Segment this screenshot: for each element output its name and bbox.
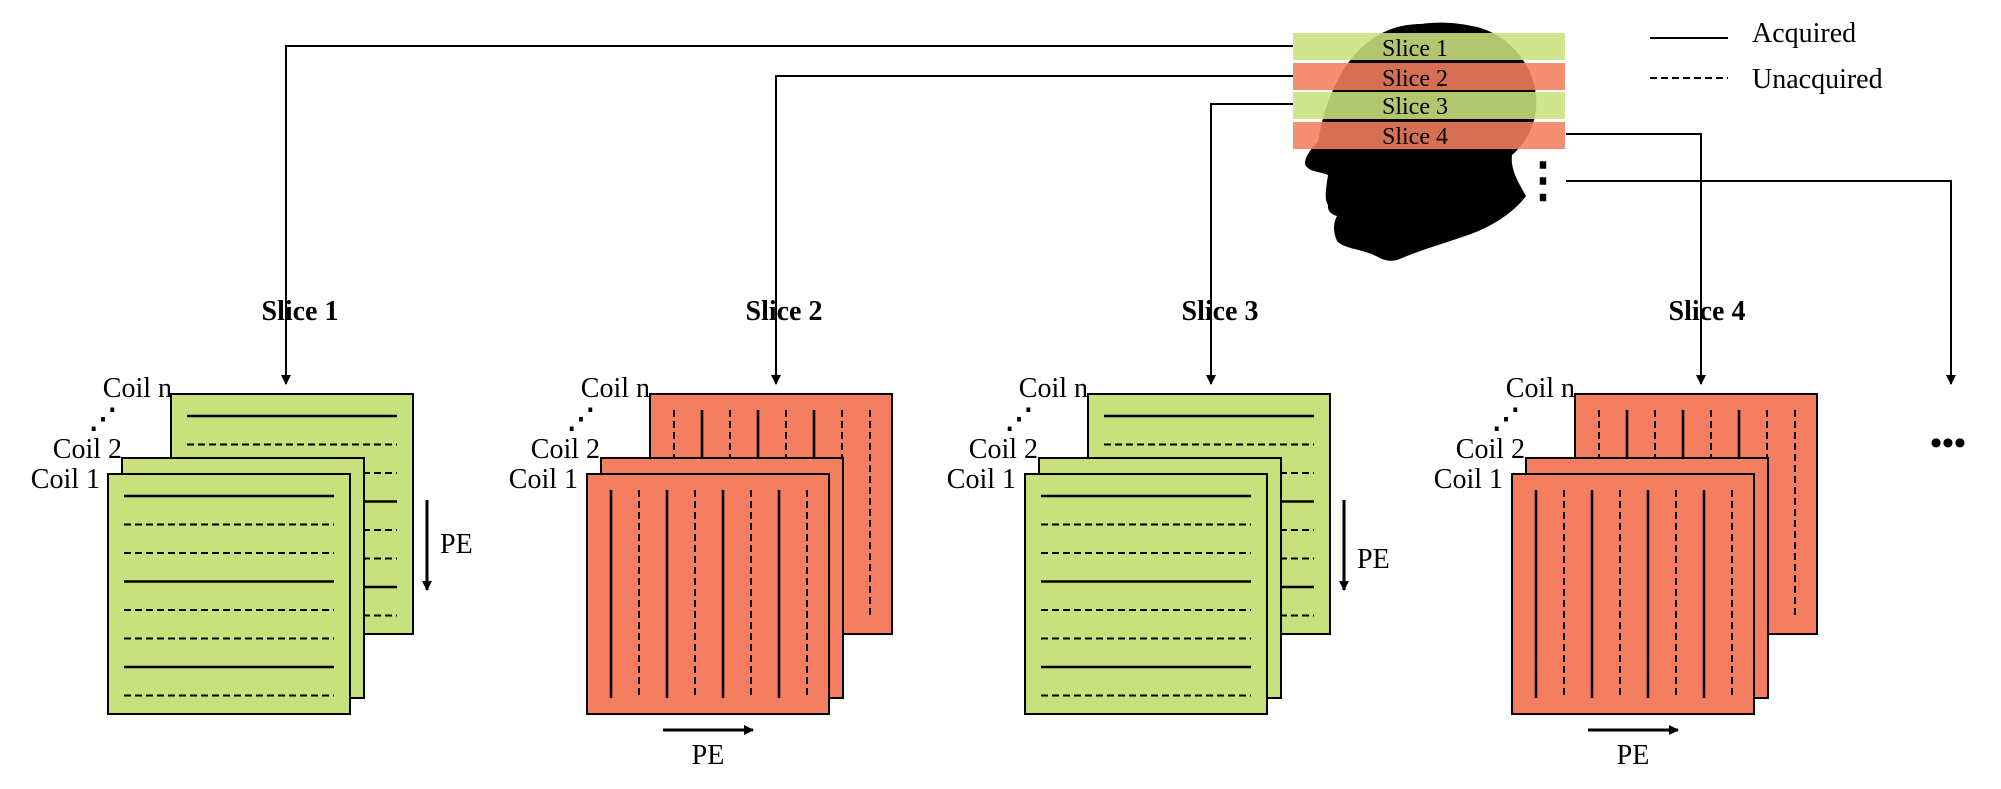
- head-slice-band-2: [1293, 63, 1565, 90]
- legend-unacquired-label: Unacquired: [1752, 64, 1883, 95]
- coil-1-sheet: [107, 473, 351, 715]
- head-slice-bands: Slice 1 Slice 2 Slice 3 Slice 4: [1293, 33, 1565, 150]
- pe-label: PE: [692, 740, 725, 771]
- kspace-panel: [1024, 473, 1268, 715]
- coil-2-label: Coil 2: [53, 434, 122, 465]
- coil-1-label: Coil 1: [947, 464, 1016, 495]
- coil-1-label: Coil 1: [31, 464, 100, 495]
- slice-title: Slice 4: [1669, 296, 1746, 327]
- coil-2-label: Coil 2: [969, 434, 1038, 465]
- head-slice-band-1: [1293, 33, 1565, 60]
- head-slice-label-4: Slice 4: [1382, 124, 1448, 150]
- coil-1-label: Coil 1: [1434, 464, 1503, 495]
- coil-n-label: Coil n: [1019, 373, 1088, 404]
- coil-dots: ⋰: [1492, 404, 1520, 435]
- connector-slice-4: [1566, 133, 1706, 385]
- trailing-ellipsis: •••: [1930, 425, 1966, 462]
- connector-slice-2: [771, 75, 1293, 385]
- head-slice-label-1: Slice 1: [1382, 36, 1448, 62]
- kspace-panel: [1511, 473, 1755, 715]
- coil-2-label: Coil 2: [1456, 434, 1525, 465]
- pe-label: PE: [440, 529, 473, 560]
- legend: Acquired Unacquired: [1650, 18, 1883, 95]
- connector-slice-3: [1206, 103, 1293, 385]
- coil-dots: ⋰: [89, 404, 117, 435]
- coil-1-sheet: [1024, 473, 1268, 715]
- kspace-panel: [107, 473, 351, 715]
- coil-dots: ⋰: [567, 404, 595, 435]
- connector-more: [1566, 180, 1956, 385]
- kspace-panel: [586, 473, 830, 715]
- coil-n-label: Coil n: [1506, 373, 1575, 404]
- head-slice-label-3: Slice 3: [1382, 94, 1448, 120]
- pe-label: PE: [1357, 544, 1390, 575]
- head-slice-band-4: [1293, 122, 1565, 149]
- coil-1-label: Coil 1: [509, 464, 578, 495]
- pe-label: PE: [1617, 740, 1650, 771]
- legend-acquired-label: Acquired: [1752, 18, 1856, 49]
- head-slice-label-2: Slice 2: [1382, 66, 1448, 92]
- coil-1-sheet: [1511, 473, 1755, 715]
- coil-dots: ⋰: [1005, 404, 1033, 435]
- slice-title: Slice 2: [746, 296, 823, 327]
- coil-n-label: Coil n: [581, 373, 650, 404]
- slice-title: Slice 1: [262, 296, 339, 327]
- head-slice-band-3: [1293, 92, 1565, 119]
- coil-2-label: Coil 2: [531, 434, 600, 465]
- connector-slice-1: [281, 45, 1293, 385]
- connector-lines: [281, 45, 1956, 385]
- coil-n-label: Coil n: [103, 373, 172, 404]
- slice-title: Slice 3: [1182, 296, 1259, 327]
- head-ellipsis: ⋮: [1519, 154, 1567, 207]
- coil-1-sheet: [586, 473, 830, 715]
